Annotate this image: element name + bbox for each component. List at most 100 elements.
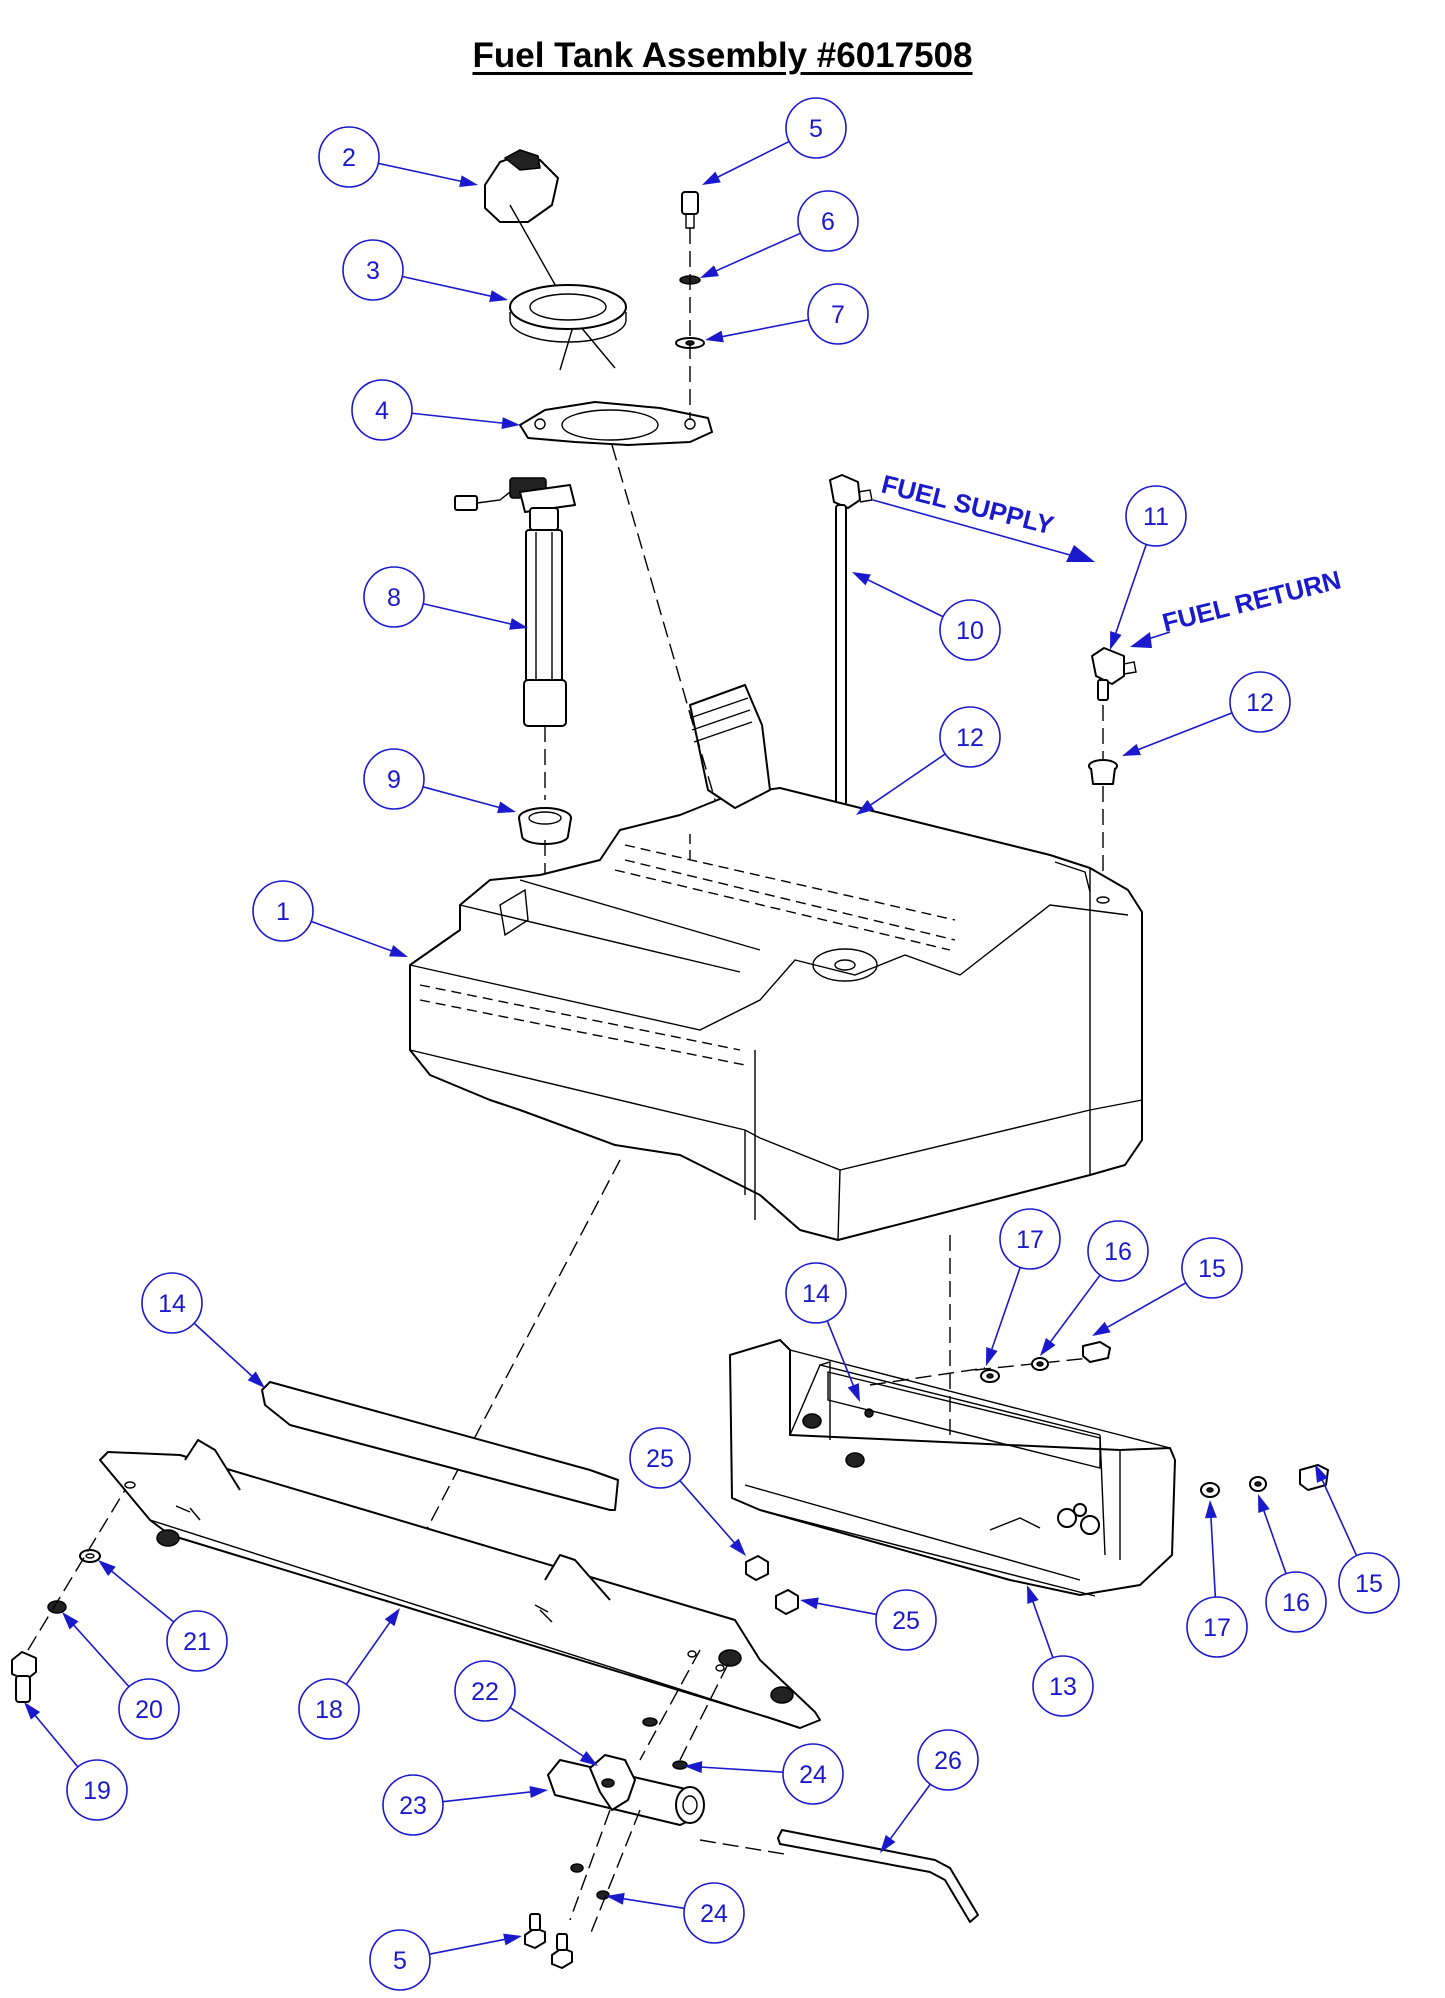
callout-circle	[1186, 1596, 1248, 1658]
callout-number: 22	[471, 1678, 499, 1706]
callout-8: 8	[363, 566, 528, 630]
callout-arrowhead	[847, 1383, 860, 1402]
callout-leader-line	[864, 577, 944, 618]
page-title: Fuel Tank Assembly #6017508	[472, 36, 973, 75]
clamp-assembly-parts	[547, 1649, 729, 1936]
rod-part	[777, 1829, 979, 1923]
fuel-supply-label: FUEL SUPPLY	[879, 469, 1057, 541]
callout-circle	[141, 1272, 203, 1334]
callout-number: 9	[387, 766, 401, 794]
callout-leader-line	[813, 1601, 877, 1616]
callout-18: 18	[298, 1608, 400, 1740]
callout-14: 14	[141, 1272, 265, 1388]
callout-arrowhead	[459, 175, 478, 188]
callout-17: 17	[986, 1208, 1061, 1366]
callout-circle	[1032, 1655, 1094, 1717]
callout-25: 25	[629, 1427, 746, 1556]
callout-16: 16	[1258, 1494, 1327, 1633]
callout-circle	[1338, 1552, 1400, 1614]
callout-13: 13	[1027, 1585, 1094, 1717]
callout-number: 19	[83, 1777, 111, 1805]
callout-arrowhead	[1027, 1585, 1039, 1604]
return-elbow-part	[1091, 647, 1137, 760]
callout-number: 23	[399, 1792, 427, 1820]
callout-leader-line	[1047, 1274, 1101, 1346]
callout-arrowhead	[501, 417, 520, 430]
callout-number: 18	[315, 1696, 343, 1724]
callout-26: 26	[880, 1729, 979, 1853]
callout-circle	[999, 1208, 1061, 1270]
callout-21: 21	[98, 1560, 228, 1672]
nut-parts	[745, 1555, 799, 1615]
callout-24: 24	[606, 1882, 745, 1944]
callout-circle	[298, 1678, 360, 1740]
callout-14: 14	[785, 1262, 860, 1402]
pickup-tube-part	[829, 474, 873, 806]
callout-circle	[875, 1589, 937, 1651]
callout-6: 6	[700, 190, 859, 278]
callout-circle	[1087, 1220, 1149, 1282]
callout-leader-line	[826, 1320, 856, 1390]
sender-grommet-part	[518, 807, 572, 880]
callout-19: 19	[24, 1702, 128, 1821]
callout-11: 11	[1110, 485, 1187, 650]
callout-1: 1	[252, 880, 408, 957]
callout-arrowhead	[1092, 1321, 1111, 1336]
callout-number: 7	[831, 301, 845, 329]
callout-9: 9	[363, 748, 516, 814]
callout-circle	[785, 1262, 847, 1324]
callout-circle	[382, 1774, 444, 1836]
callout-7: 7	[705, 283, 869, 345]
callout-arrowhead	[247, 1371, 265, 1388]
callout-leader-line	[887, 1783, 931, 1843]
callout-number: 8	[387, 584, 401, 612]
callout-leader-line	[697, 1766, 784, 1773]
callout-number: 24	[799, 1761, 827, 1789]
left-hardware-parts	[11, 1489, 126, 1703]
callout-number: 16	[1282, 1589, 1310, 1617]
callout-number: 10	[956, 617, 984, 645]
callout-circle	[252, 880, 314, 942]
callout-circle	[1181, 1237, 1243, 1299]
callout-number: 14	[158, 1290, 186, 1318]
upper-right-hardware-parts	[980, 1341, 1111, 1383]
callout-leader-line	[422, 786, 503, 810]
callout-arrowhead	[489, 290, 508, 302]
callout-circle	[318, 126, 380, 188]
callout-leader-line	[1103, 1282, 1187, 1330]
callout-arrowhead	[98, 1560, 116, 1577]
callout-leader-line	[429, 1937, 509, 1955]
callout-circle	[785, 97, 847, 159]
callout-15: 15	[1315, 1464, 1400, 1614]
callout-leader-line	[402, 275, 495, 298]
callout-arrowhead	[800, 1597, 819, 1610]
callout-number: 17	[1203, 1614, 1231, 1642]
callout-circle	[939, 706, 1001, 768]
callout-circle	[917, 1729, 979, 1791]
callout-leader-line	[193, 1322, 256, 1380]
callout-leader-line	[378, 162, 465, 183]
callout-number: 3	[366, 257, 380, 285]
callout-arrowhead	[389, 945, 408, 957]
callout-arrowhead	[497, 801, 516, 814]
callout-arrowhead	[606, 1892, 625, 1905]
callout-circle	[797, 190, 859, 252]
callout-leader-line	[411, 412, 507, 425]
callout-arrowhead	[62, 1612, 79, 1630]
callout-circle	[66, 1759, 128, 1821]
callout-number: 25	[892, 1607, 920, 1635]
callout-leader-line	[310, 920, 396, 953]
callout-5: 5	[369, 1929, 522, 1991]
callout-20: 20	[62, 1612, 180, 1740]
callout-arrowhead	[1040, 1337, 1056, 1356]
filler-flange-part	[519, 401, 713, 446]
callout-number: 21	[183, 1628, 211, 1656]
callout-arrowhead	[384, 1608, 400, 1627]
callout-circle	[683, 1882, 745, 1944]
callout-3: 3	[342, 239, 508, 302]
strap-pad-right-part	[827, 1371, 1101, 1469]
callout-leader-line	[509, 1706, 587, 1759]
callout-arrowhead	[1122, 743, 1141, 756]
